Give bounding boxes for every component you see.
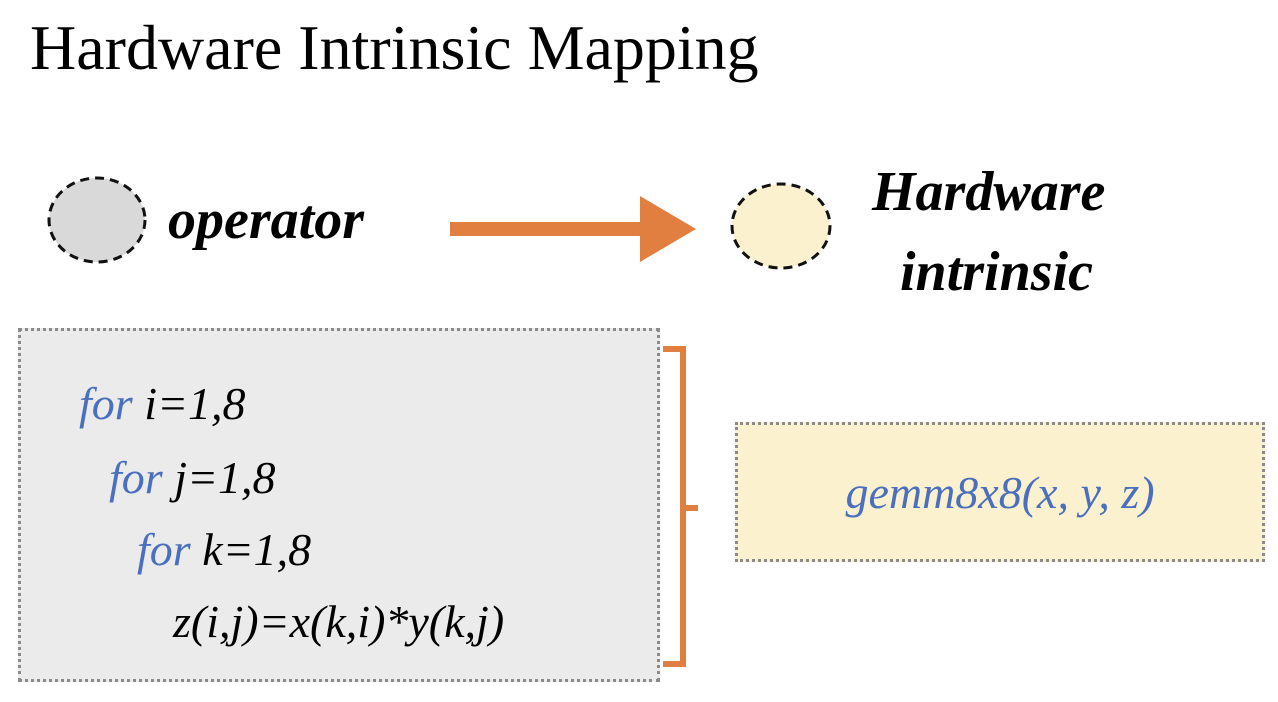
code-keyword: for — [137, 524, 191, 575]
code-text: k=1,8 — [190, 524, 312, 575]
page-title: Hardware Intrinsic Mapping — [30, 12, 759, 83]
intrinsic-box: gemm8x8(x, y, z) — [735, 422, 1265, 562]
code-text: z(i,j)=x(k,i)*y(k,j) — [173, 596, 505, 647]
code-line-2: for j=1,8 — [109, 451, 276, 505]
code-line-4: z(i,j)=x(k,i)*y(k,j) — [173, 595, 504, 649]
code-keyword: for — [109, 452, 163, 503]
intrinsic-label-line2: intrinsic — [900, 241, 1093, 303]
intrinsic-node — [730, 182, 832, 270]
mapping-bracket — [663, 346, 698, 667]
intrinsic-call: gemm8x8(x, y, z) — [845, 466, 1155, 518]
code-line-3: for k=1,8 — [137, 523, 311, 577]
code-line-1: for i=1,8 — [79, 377, 246, 431]
operator-label: operator — [168, 189, 364, 251]
code-keyword: for — [79, 378, 133, 429]
code-text: j=1,8 — [162, 452, 276, 503]
mapping-arrow — [450, 196, 696, 262]
operator-code-box: for i=1,8 for j=1,8 for k=1,8 z(i,j)=x(k… — [18, 328, 660, 682]
operator-node — [47, 176, 147, 264]
intrinsic-label-line1: Hardware — [872, 161, 1106, 223]
code-text: i=1,8 — [132, 378, 246, 429]
